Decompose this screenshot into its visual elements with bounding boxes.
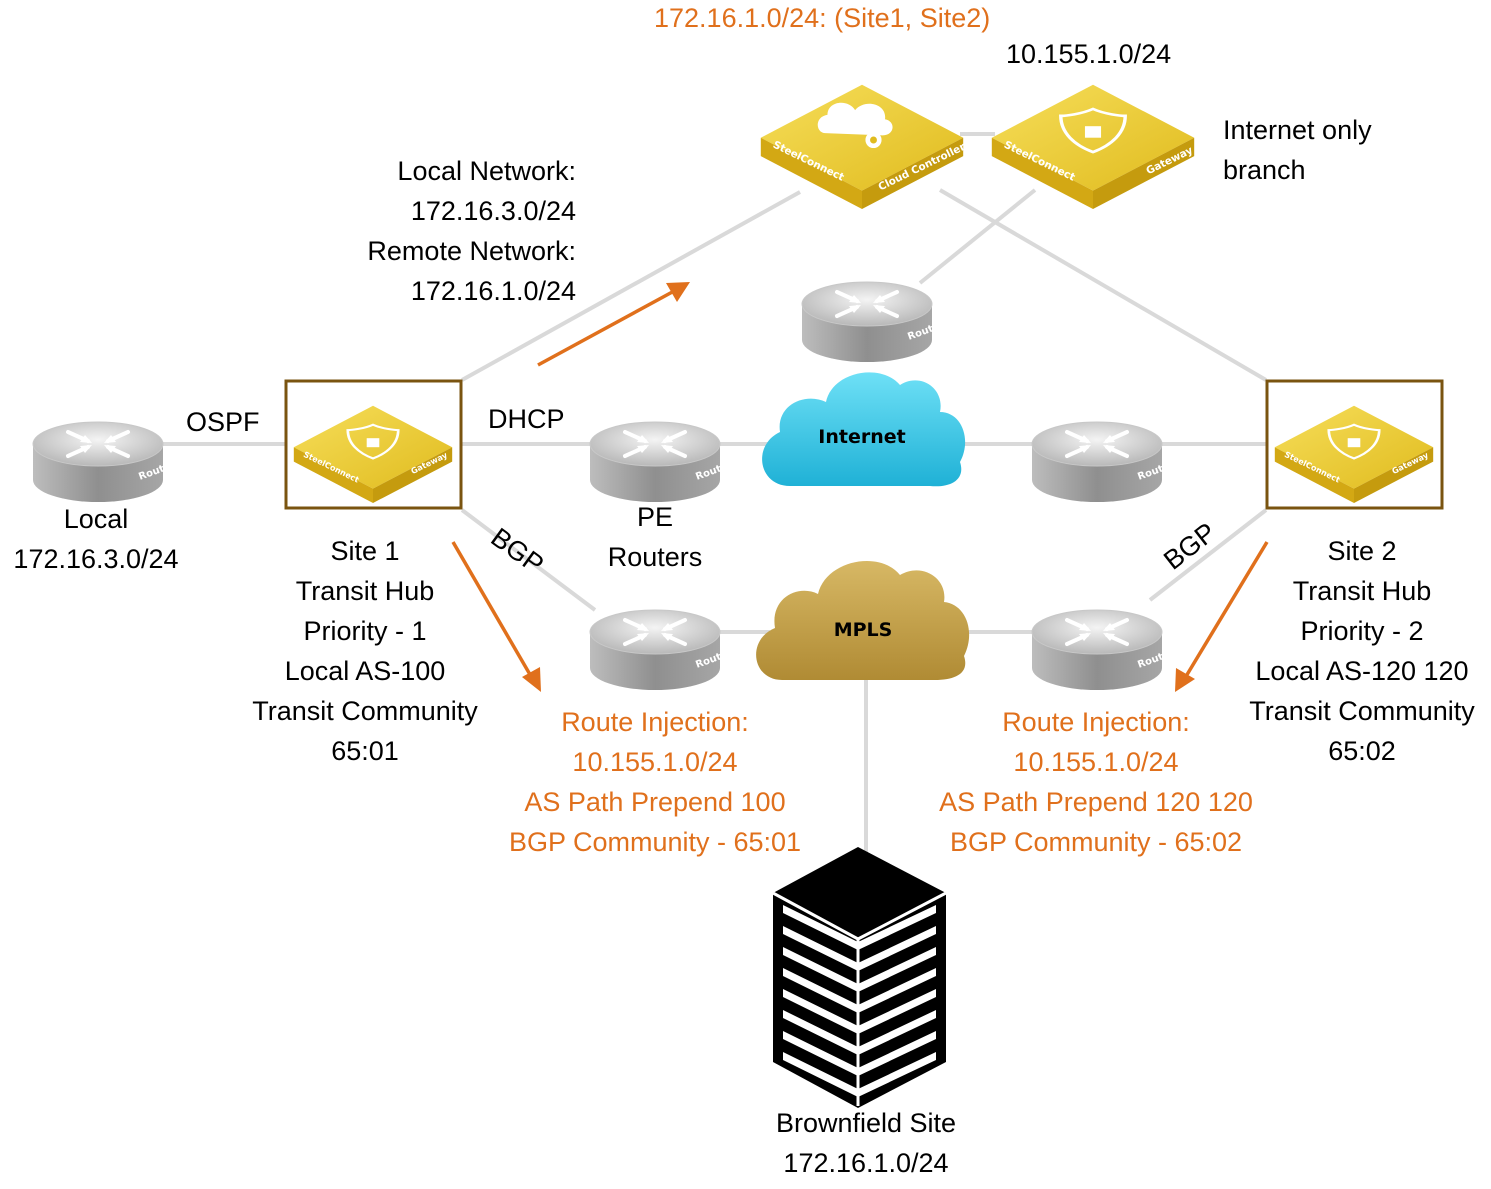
arrow-icon	[451, 541, 541, 692]
pe-routers-label: PE Routers	[607, 502, 703, 572]
link-site1-bgp	[460, 508, 597, 612]
route-injection-site2-label: Route Injection: 10.155.1.0/24 AS Path P…	[939, 707, 1253, 857]
router-icon	[588, 420, 736, 504]
site2-label: Site 2 Transit Hub Priority - 2 Local AS…	[1249, 536, 1475, 766]
internet-branch-subnet-label: 10.155.1.0/24	[1006, 39, 1172, 69]
link-router-gateway	[918, 188, 1037, 285]
link-site1-controller	[461, 190, 801, 382]
router-icon	[800, 280, 948, 364]
connection-lines	[160, 132, 1268, 855]
ospf-label: OSPF	[186, 407, 260, 437]
arrow-icon	[1175, 541, 1269, 692]
local-router-label: Local 172.16.3.0/24	[13, 504, 179, 574]
dhcp-label: DHCP	[488, 404, 565, 434]
controller-routes-label: 172.16.1.0/24: (Site1, Site2)	[654, 3, 991, 33]
link-controller-site2	[938, 188, 1268, 382]
steelconnect-gateway-icon: SteelConnect Gateway	[991, 84, 1195, 209]
site2-box	[1265, 379, 1444, 510]
server-rack-icon	[772, 847, 947, 1108]
internet-branch-label: Internet only branch	[1223, 115, 1372, 185]
router-icon	[588, 608, 736, 692]
brownfield-site-label: Brownfield Site 172.16.1.0/24	[775, 1108, 957, 1178]
router-icon	[1030, 608, 1178, 692]
internet-cloud-icon: Internet	[762, 372, 966, 487]
route-injection-site1-label: Route Injection: 10.155.1.0/24 AS Path P…	[508, 707, 802, 857]
router-icon	[1030, 420, 1178, 504]
router-icon	[31, 420, 179, 504]
site1-box	[284, 379, 463, 510]
site1-label: Site 1 Transit Hub Priority - 1 Local AS…	[252, 536, 478, 766]
mpls-cloud-icon: MPLS	[756, 561, 970, 680]
internet-cloud-label: Internet	[818, 426, 905, 448]
steelconnect-gateway-icon: SteelConnect Gateway	[293, 405, 453, 503]
cloud-controller-icon: SteelConnect Cloud Controller	[760, 84, 968, 209]
site1-networks-label: Local Network: 172.16.3.0/24 Remote Netw…	[367, 156, 576, 306]
link-site2-bgp	[1148, 508, 1268, 602]
steelconnect-gateway-icon: SteelConnect Gateway	[1274, 405, 1434, 503]
arrow-icon	[537, 282, 690, 367]
mpls-cloud-label: MPLS	[834, 619, 893, 641]
